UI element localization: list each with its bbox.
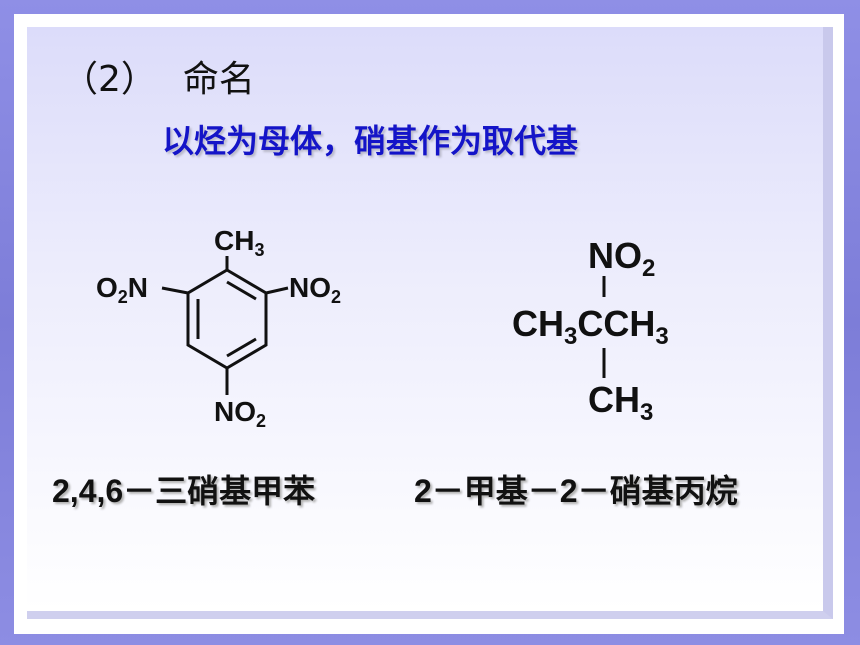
propane-backbone: CH3CCH3 <box>512 303 669 350</box>
section-heading: （2） 命名 <box>62 50 255 102</box>
nitro-group-top: NO2 <box>588 235 655 282</box>
left-nitro-group: O2N <box>96 272 148 307</box>
section-number: （2） <box>62 59 157 100</box>
bottom-nitro-group: NO2 <box>214 396 266 431</box>
ring-outline <box>186 268 268 370</box>
ring-double-bond-1 <box>226 280 257 301</box>
naming-rule: 以烃为母体，硝基作为取代基 <box>162 122 579 160</box>
methyl-group: CH3 <box>214 225 264 260</box>
right-nitro-group: NO2 <box>289 272 341 307</box>
bond-left-nitro <box>161 286 189 295</box>
ring-double-bond-2 <box>226 337 257 358</box>
compound-name-nitropropane: 2－甲基－2－硝基丙烷 <box>414 473 738 509</box>
slide-panel <box>27 27 833 619</box>
section-title: 命名 <box>182 59 255 100</box>
compound-name-tnt: 2,4,6－三硝基甲苯 <box>52 473 316 509</box>
methyl-group-bottom: CH3 <box>588 379 653 426</box>
bond-right-nitro <box>265 286 289 295</box>
benzene-ring <box>161 256 289 395</box>
